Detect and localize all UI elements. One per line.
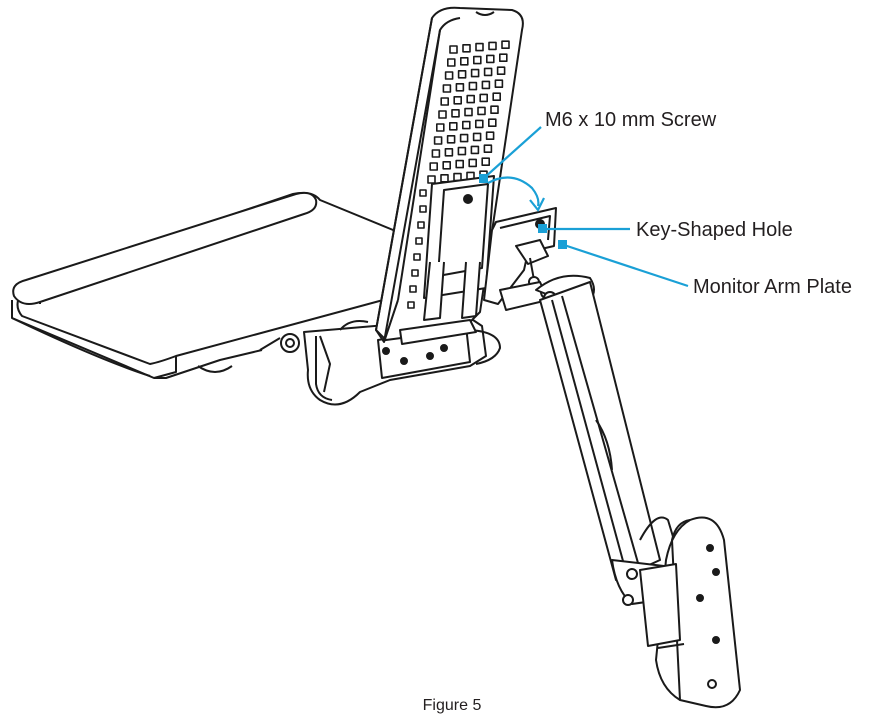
arm-plate-label: Monitor Arm Plate — [693, 276, 852, 298]
perforation-hole — [433, 136, 443, 145]
perforation-hole — [470, 68, 480, 78]
perforation-hole — [470, 145, 480, 155]
perforation-hole — [472, 55, 482, 65]
wall-hole — [712, 636, 720, 644]
perforation-hole — [435, 123, 445, 132]
callout-lines — [479, 126, 689, 288]
perforation-hole — [459, 56, 469, 66]
perforation-hole — [481, 80, 491, 90]
perforation-hole — [492, 92, 502, 101]
perforation-hole — [438, 110, 447, 119]
perforation-hole — [413, 253, 421, 261]
perforation-grid — [407, 40, 510, 309]
perforation-hole — [442, 84, 452, 93]
perforation-hole — [459, 133, 469, 143]
perforation-hole — [462, 43, 471, 53]
screw-label: M6 x 10 mm Screw — [545, 109, 717, 131]
perforation-hole — [448, 122, 458, 131]
bracket-hole — [400, 357, 408, 365]
perforation-hole — [451, 109, 460, 118]
perforation-hole — [487, 118, 497, 127]
perforation-hole — [485, 54, 495, 64]
figure-caption: Figure 5 — [423, 697, 482, 714]
perforation-hole — [431, 149, 441, 158]
perforation-hole — [415, 237, 423, 245]
attach-arrowhead — [529, 197, 545, 213]
perforation-hole — [444, 148, 454, 157]
perforation-hole — [440, 97, 450, 106]
perforation-hole — [455, 83, 465, 92]
perforation-hole — [407, 301, 415, 309]
perforation-hole — [494, 79, 504, 88]
keyhole-marker — [538, 224, 547, 233]
perforation-hole — [429, 162, 439, 171]
perforation-hole — [457, 146, 467, 156]
perforation-hole — [419, 205, 427, 213]
key-hole-label: Key-Shaped Hole — [636, 219, 793, 241]
perforation-hole — [446, 58, 456, 67]
perforation-hole — [481, 157, 491, 166]
perforation-hole — [466, 94, 476, 104]
perforation-hole — [496, 66, 506, 75]
wrist-rest — [12, 191, 318, 305]
perforation-hole — [485, 131, 495, 140]
perforation-hole — [461, 120, 471, 130]
tray-bracket — [259, 317, 501, 406]
bracket-hole — [426, 352, 434, 360]
perforation-hole — [501, 40, 510, 50]
tilt-knob — [280, 333, 300, 353]
perforation-hole — [468, 81, 478, 91]
armplate-leader — [563, 243, 689, 288]
perforated-panel — [375, 6, 524, 345]
perforation-hole — [455, 159, 465, 169]
perforation-hole — [483, 67, 493, 77]
perforation-hole — [498, 53, 508, 63]
wall-mount — [639, 516, 741, 709]
wall-hole — [707, 679, 717, 689]
perforation-hole — [409, 285, 417, 293]
bracket-hole — [382, 347, 390, 355]
perforation-hole — [464, 107, 473, 117]
screw-marker — [479, 174, 488, 183]
wall-hole — [706, 544, 714, 552]
wall-hole — [712, 568, 720, 576]
perforation-hole — [468, 158, 478, 168]
perforation-hole — [475, 42, 484, 52]
perforation-hole — [411, 269, 419, 277]
perforation-hole — [479, 93, 489, 103]
perforation-hole — [446, 135, 456, 144]
wall-plate — [671, 516, 741, 709]
perforation-hole — [453, 96, 463, 105]
perforation-hole — [444, 71, 454, 80]
perforation-hole — [472, 132, 482, 142]
perforation-hole — [427, 175, 436, 184]
wall-bracket — [639, 563, 681, 647]
panel-side-edge — [375, 17, 461, 343]
attach-arrow — [487, 176, 540, 207]
armplate-marker — [558, 240, 567, 249]
perforation-hole — [477, 106, 486, 116]
perforation-hole — [449, 45, 458, 54]
keyboard-tray — [11, 191, 399, 379]
perforation-hole — [417, 221, 425, 229]
perforation-hole — [457, 70, 467, 79]
screw-head — [463, 194, 473, 204]
tilt-handle — [515, 239, 549, 265]
perforation-hole — [419, 189, 427, 197]
articulating-arm — [535, 274, 681, 606]
wall-hole — [696, 594, 704, 602]
screw-leader — [483, 126, 542, 179]
perforation-hole — [490, 105, 499, 114]
bracket-hole — [440, 344, 448, 352]
perforation-hole — [483, 144, 493, 153]
perforation-hole — [474, 119, 484, 129]
perforation-hole — [488, 41, 497, 51]
perforation-hole — [442, 161, 452, 170]
